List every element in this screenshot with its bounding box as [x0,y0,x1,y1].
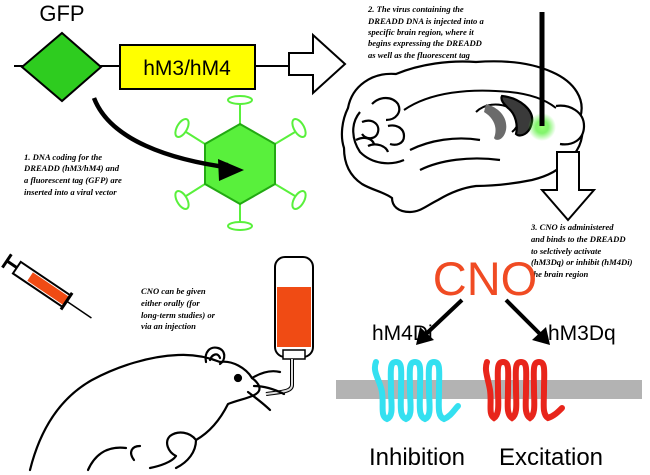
hm3dq-receptor [482,358,565,422]
down-outline-arrow-icon [539,151,597,222]
hm4di-label: hM4Di [372,322,433,345]
arrow-to-hm4di [424,298,464,336]
gfp-label: GFP [39,1,84,26]
insertion-arrowhead-icon [218,159,244,181]
hm3dq-label: hM3Dq [548,322,616,345]
arrow-to-hm3dq [504,298,542,336]
hm3-hm4-gene-box [119,44,256,90]
virus-spikes [185,104,296,222]
water-bottle [265,256,314,396]
arrowhead-hm3dq-icon [532,327,550,345]
step2-note: 2. The virus containing the DREADD DNA i… [367,4,486,60]
excitation-label: Excitation [499,444,603,471]
step1-note: 1. DNA coding for the DREADD (hM3/hM4) a… [23,152,124,197]
insertion-arrow [91,97,236,173]
dna-construct: GFP hM3/hM4 [14,1,300,103]
step3-note: 3. CNO is administered and binds to the … [530,222,635,279]
virus-capsid [204,122,276,206]
arrowhead-hm4di-icon [416,327,434,345]
inhibition-label: Inhibition [369,444,465,471]
right-outline-arrow-icon [288,32,347,96]
viral-vector [174,95,307,231]
syringe-icon [1,253,92,319]
cno-label: CNO [433,252,537,305]
cno-delivery-note: CNO can be given either orally (for long… [141,286,217,331]
gene-label: hM3/hM4 [143,57,231,80]
gfp-diamond [20,31,103,103]
rat-illustration [28,346,286,472]
fluorescent-glow [528,113,556,141]
hm4di-receptor [371,358,461,423]
virus-spike-tips [174,95,307,231]
